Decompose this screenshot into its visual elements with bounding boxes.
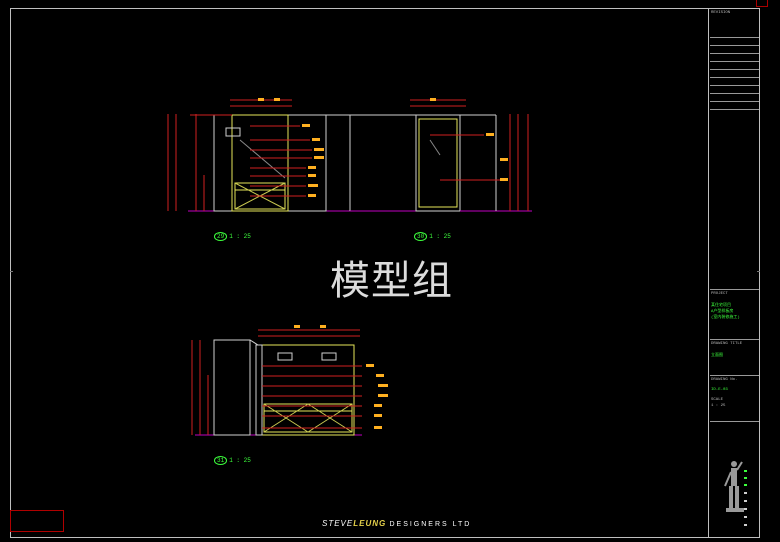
corner-mark [756,0,768,7]
drawing-title: 立面图 [711,354,723,358]
scale-label: SCALE [711,398,724,402]
statue-figure [724,461,744,512]
view-number-30: 30 [414,232,428,241]
drawing-area [11,9,709,537]
drawing-no: ID-E-03 [711,388,728,392]
drawing-sheet-frame: REVISION PROJECT 某住宅项目 A户型样板房 (室内装修施工) D… [10,8,760,538]
title-block: REVISION PROJECT 某住宅项目 A户型样板房 (室内装修施工) D… [709,9,761,537]
brand-part-1: STEVE [322,519,354,528]
elevation-29 [167,99,356,212]
brand-logo: STEVELEUNG DESIGNERS LTD [322,519,471,528]
vertical-white-text [744,492,747,526]
project-line-3: (室内装修施工) [711,316,740,320]
view-number-29: 29 [214,232,228,241]
view-scale-30: 1 : 25 [429,233,451,240]
project-line-2: A户型样板房 [711,310,734,314]
scale-value: 1 : 25 [711,404,726,408]
brand-part-2: LEUNG [353,519,387,528]
revision-title: REVISION [711,11,731,15]
watermark-text: 模型组 [330,258,453,304]
view-number-31: 31 [214,456,228,465]
project-line-1: 某住宅项目 [711,304,731,308]
view-scale-29: 1 : 25 [229,233,251,240]
elevation-29-right-panel [325,114,420,212]
stamp-box [10,510,64,532]
elevation-31 [191,329,362,436]
vertical-title-text [744,470,747,486]
drawing-title-label: DRAWING TITLE [711,342,743,346]
project-title-label: PROJECT [711,292,728,296]
drawing-no-label: DRAWING No. [711,378,738,382]
elevation-30 [410,99,532,212]
brand-part-3: DESIGNERS LTD [389,521,472,528]
annotation-labels [258,98,508,429]
view-scale-31: 1 : 25 [229,457,251,464]
